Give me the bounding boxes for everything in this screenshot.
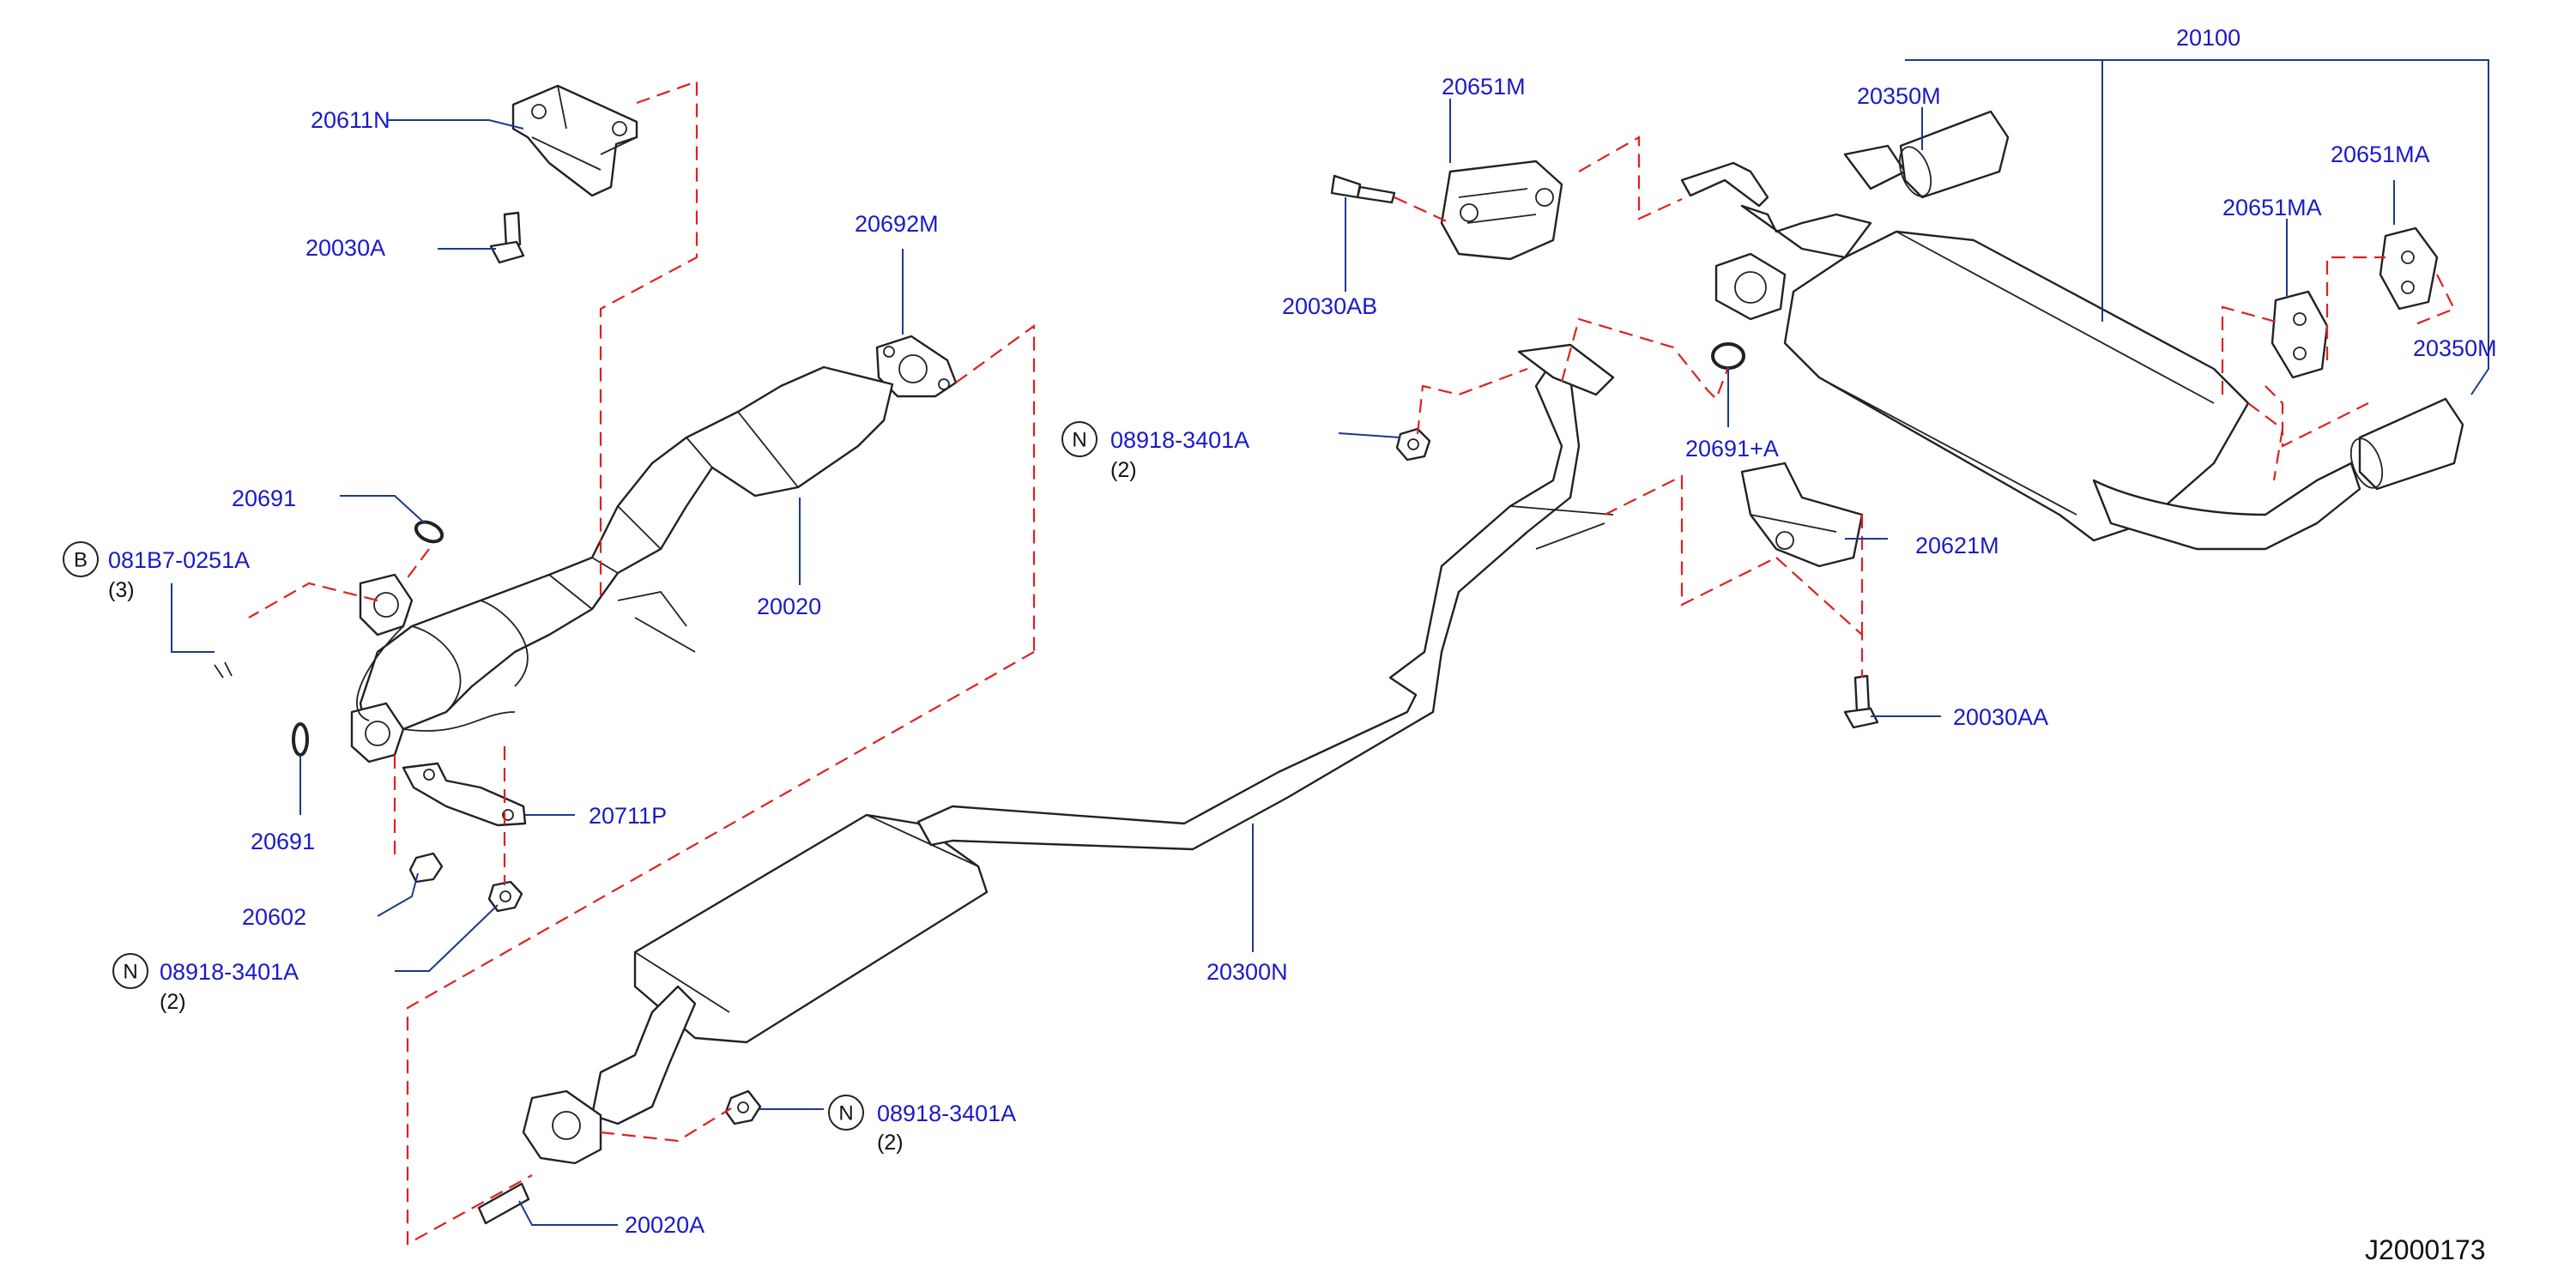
- qty-08918-mid: (2): [1110, 458, 1137, 482]
- rubber-hanger-20651MA-a: [2271, 290, 2329, 379]
- label-20711P[interactable]: 20711P: [589, 803, 667, 829]
- front-muffler-20300N: [522, 343, 1615, 1165]
- label-20300N[interactable]: 20300N: [1206, 959, 1288, 985]
- label-20350M-right[interactable]: 20350M: [2413, 335, 2497, 361]
- tail-pipe-finisher-20350M-right: [2349, 397, 2464, 491]
- label-20651MA-a[interactable]: 20651MA: [2222, 195, 2322, 220]
- nut-08918-mid: [1395, 427, 1431, 462]
- badge-n-left-text: N: [123, 961, 137, 984]
- bolt-20030AB: [1330, 174, 1396, 204]
- heat-shield-bracket-20711P: [402, 762, 527, 827]
- label-20651MA-b[interactable]: 20651MA: [2331, 142, 2430, 167]
- o-ring-20691-upper: [414, 520, 444, 544]
- label-20030AA[interactable]: 20030AA: [1953, 704, 2048, 730]
- label-20692M[interactable]: 20692M: [855, 211, 939, 237]
- label-20691A[interactable]: 20691+A: [1685, 436, 1779, 462]
- label-20602[interactable]: 20602: [242, 904, 306, 930]
- front-mounting-bracket-20611N: [511, 84, 638, 197]
- qty-08918-left: (2): [160, 990, 186, 1014]
- tail-pipe-finisher-20350M-top: [1898, 110, 2010, 199]
- label-20691-upper[interactable]: 20691: [232, 486, 296, 511]
- stud-20020A: [477, 1182, 530, 1225]
- label-20350M-top[interactable]: 20350M: [1857, 83, 1941, 109]
- stud-081B7: [214, 661, 233, 679]
- label-20691-lower[interactable]: 20691: [251, 829, 315, 854]
- label-20100[interactable]: 20100: [2176, 25, 2240, 51]
- bolt-20030A: [489, 211, 525, 264]
- badge-n-mid-text: N: [1072, 429, 1086, 452]
- label-20621M[interactable]: 20621M: [1915, 533, 1999, 558]
- label-20651M[interactable]: 20651M: [1442, 74, 1526, 100]
- badge-B-081B7: B: [63, 541, 99, 577]
- badge-N-left: N: [112, 953, 148, 989]
- bolt-20030AA: [1843, 674, 1879, 729]
- label-20030AB[interactable]: 20030AB: [1282, 293, 1377, 319]
- o-ring-20691-lower: [292, 722, 309, 757]
- nut-08918-left: [487, 880, 523, 913]
- qty-08918-bottom: (2): [877, 1131, 904, 1155]
- qty-081B7: (3): [108, 578, 135, 602]
- label-081B7-0251A[interactable]: 081B7-0251A: [108, 547, 250, 573]
- label-08918-3401A-mid[interactable]: 08918-3401A: [1110, 427, 1249, 453]
- label-20020[interactable]: 20020: [757, 594, 821, 619]
- label-20020A[interactable]: 20020A: [625, 1212, 704, 1238]
- badge-N-mid: N: [1061, 421, 1098, 457]
- diagram-reference-code: J2000173: [2365, 1234, 2486, 1265]
- badge-b-text: B: [74, 549, 88, 572]
- rubber-hanger-20651MA-b: [2379, 226, 2439, 311]
- exhaust-manifold: [350, 573, 516, 763]
- badge-N-bottom: N: [828, 1095, 864, 1131]
- assembly-guide-lines: [248, 80, 2456, 1246]
- label-20611N[interactable]: 20611N: [311, 107, 390, 133]
- nut-20602: [408, 852, 444, 884]
- label-08918-3401A-left[interactable]: 08918-3401A: [160, 959, 299, 985]
- label-08918-3401A-bottom[interactable]: 08918-3401A: [877, 1101, 1016, 1126]
- nut-08918-bottom: [724, 1089, 762, 1125]
- catalytic-converter-20020: [359, 365, 894, 748]
- badge-n-bottom-text: N: [838, 1102, 853, 1125]
- label-20030A[interactable]: 20030A: [305, 235, 385, 261]
- main-muffler-20100: [1680, 144, 2361, 551]
- mount-bracket-20621M: [1740, 462, 1864, 568]
- o-ring-20691A: [1711, 342, 1745, 370]
- gasket-20692M: [875, 335, 958, 398]
- rear-mount-bracket-20651M: [1440, 160, 1563, 261]
- leader-lines: [171, 59, 2489, 1226]
